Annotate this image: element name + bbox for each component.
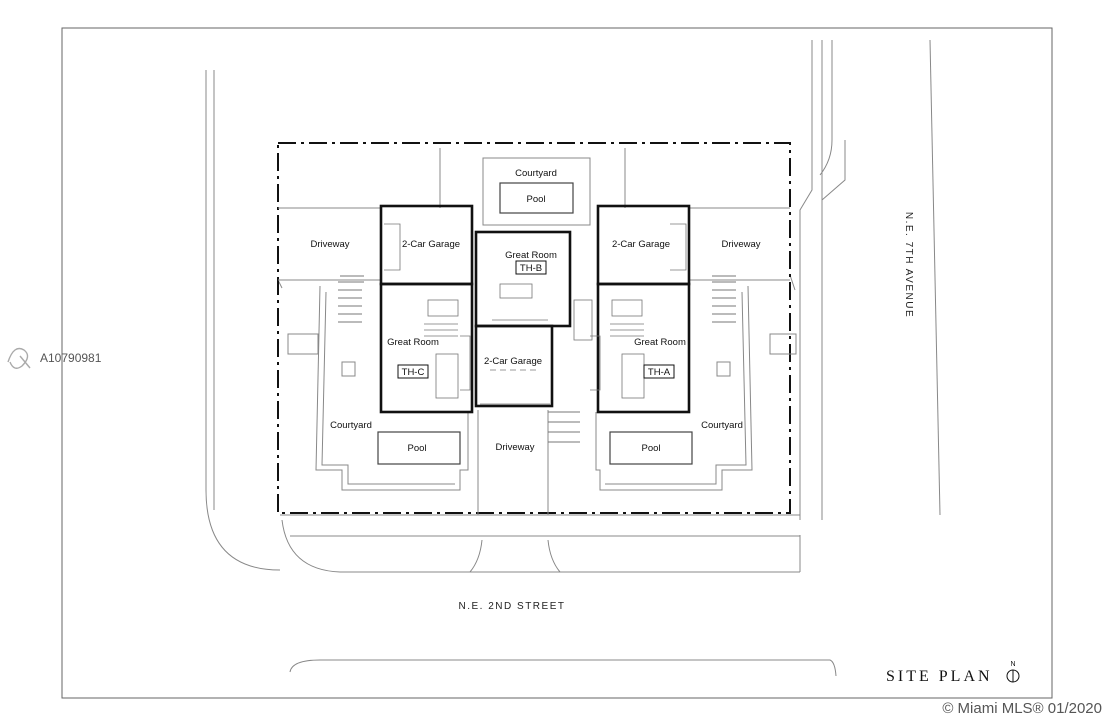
- garage-left-label: 2-Car Garage: [402, 239, 460, 250]
- room-labels: Courtyard Pool Driveway 2-Car Garage Gre…: [310, 168, 760, 454]
- site-plan-title: SITE PLAN: [886, 668, 993, 685]
- north-marker-label: N: [1010, 661, 1015, 668]
- unit-b-tag-box: [515, 260, 547, 275]
- garage-right-label: 2-Car Garage: [612, 239, 670, 250]
- pools: [377, 182, 693, 465]
- unit-c-tag-box: [397, 364, 429, 379]
- courtyard-left-label: Courtyard: [330, 420, 372, 431]
- street-lines: [205, 39, 941, 677]
- pool-right-label: Pool: [641, 443, 660, 454]
- pool-top-label: Pool: [526, 194, 545, 205]
- great-room-right-label: Great Room: [634, 337, 686, 348]
- unit-a-tag-box: [643, 364, 675, 379]
- steps: [338, 275, 736, 443]
- north-arrow-icon: N: [1006, 661, 1020, 683]
- pool-left-label: Pool: [407, 443, 426, 454]
- mls-logo-icon: [7, 347, 31, 369]
- copyright-watermark: © Miami MLS® 01/2020: [942, 700, 1102, 717]
- south-street-label: N.E. 2ND STREET: [459, 601, 566, 612]
- listing-id-watermark: A10790981: [40, 351, 102, 365]
- garage-center-label: 2-Car Garage: [484, 356, 542, 367]
- interior-details: [384, 223, 687, 405]
- great-room-center-label: Great Room: [505, 250, 557, 261]
- unit-walls: [379, 204, 691, 414]
- driveway-right-label: Driveway: [721, 239, 760, 250]
- unit-a-tag: TH-A: [648, 367, 671, 378]
- driveway-left-label: Driveway: [310, 239, 349, 250]
- unit-b-tag: TH-B: [520, 263, 542, 274]
- yard-outlines: [278, 148, 797, 515]
- courtyard-right-label: Courtyard: [701, 420, 743, 431]
- unit-c-tag: TH-C: [402, 367, 425, 378]
- sheet-border: [61, 27, 1053, 699]
- courtyard-top-label: Courtyard: [515, 168, 557, 179]
- unit-tags: TH-B TH-C TH-A: [397, 260, 675, 379]
- east-street-label: N.E. 7TH AVENUE: [903, 212, 914, 318]
- driveway-center-label: Driveway: [495, 442, 534, 453]
- property-line: [277, 142, 791, 514]
- great-room-left-label: Great Room: [387, 337, 439, 348]
